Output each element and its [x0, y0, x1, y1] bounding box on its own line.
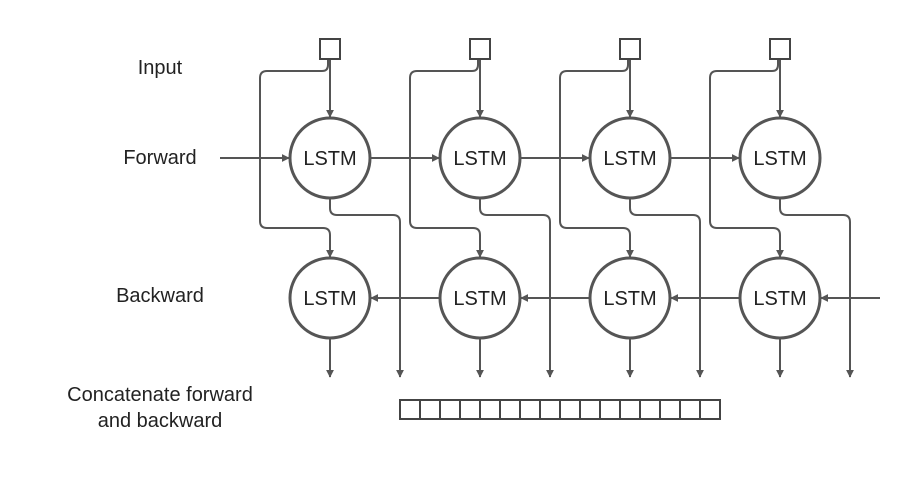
- forward-lstm-label-2: LSTM: [453, 148, 506, 170]
- input-to-backward-arrow-1: [259, 59, 334, 258]
- input-box-2: [469, 38, 491, 60]
- concat-cell-15: [679, 399, 701, 420]
- input-box-4: [769, 38, 791, 60]
- input-to-backward-arrow-4: [709, 59, 784, 258]
- concat-cell-9: [559, 399, 581, 420]
- backward-lstm-label-3: LSTM: [603, 288, 656, 310]
- concat-cell-5: [479, 399, 501, 420]
- backward-lstm-cell-4: [738, 256, 822, 340]
- backward-lstm-cell-3: [588, 256, 672, 340]
- backward-lstm-cell-1: [288, 256, 372, 340]
- concat-cell-3: [439, 399, 461, 420]
- concat-cell-2: [419, 399, 441, 420]
- forward-lstm-cell-3: [588, 116, 672, 200]
- concat-cell-13: [639, 399, 661, 420]
- forward-lstm-label-4: LSTM: [753, 148, 806, 170]
- concat-cell-4: [459, 399, 481, 420]
- forward-output-arrow-4: [779, 198, 854, 378]
- backward-lstm-label-1: LSTM: [303, 288, 356, 310]
- forward-lstm-label-3: LSTM: [603, 148, 656, 170]
- concat-cell-1: [399, 399, 421, 420]
- forward-output-arrow-3: [629, 198, 704, 378]
- forward-lstm-cell-1: [288, 116, 372, 200]
- input-to-backward-arrow-3: [559, 59, 634, 258]
- input-box-3: [619, 38, 641, 60]
- forward-lstm-cell-4: [738, 116, 822, 200]
- backward-lstm-cell-2: [438, 256, 522, 340]
- concat-cell-8: [539, 399, 561, 420]
- concat-cell-14: [659, 399, 681, 420]
- forward-lstm-cell-2: [438, 116, 522, 200]
- forward-label: Forward: [123, 147, 196, 169]
- concat-cell-6: [499, 399, 521, 420]
- input-box-1: [319, 38, 341, 60]
- backward-lstm-label-2: LSTM: [453, 288, 506, 310]
- input-to-backward-arrow-2: [409, 59, 484, 258]
- lstm-cells: LSTM LSTM LSTM LSTM LSTM LSTM LSTM LSTM: [288, 38, 822, 340]
- input-label: Input: [138, 57, 183, 79]
- concat-cell-12: [619, 399, 641, 420]
- concat-cell-11: [599, 399, 621, 420]
- concatenated-vector: [399, 399, 721, 420]
- forward-output-arrow-2: [479, 198, 554, 378]
- concat-cell-16: [699, 399, 721, 420]
- concat-label-line2: and backward: [98, 410, 223, 432]
- concat-cell-10: [579, 399, 601, 420]
- forward-lstm-label-1: LSTM: [303, 148, 356, 170]
- concat-cell-7: [519, 399, 541, 420]
- forward-output-arrow-1: [329, 198, 404, 378]
- backward-label: Backward: [116, 285, 204, 307]
- backward-lstm-label-4: LSTM: [753, 288, 806, 310]
- concat-label-line1: Concatenate forward: [67, 384, 253, 406]
- connections: [220, 59, 880, 378]
